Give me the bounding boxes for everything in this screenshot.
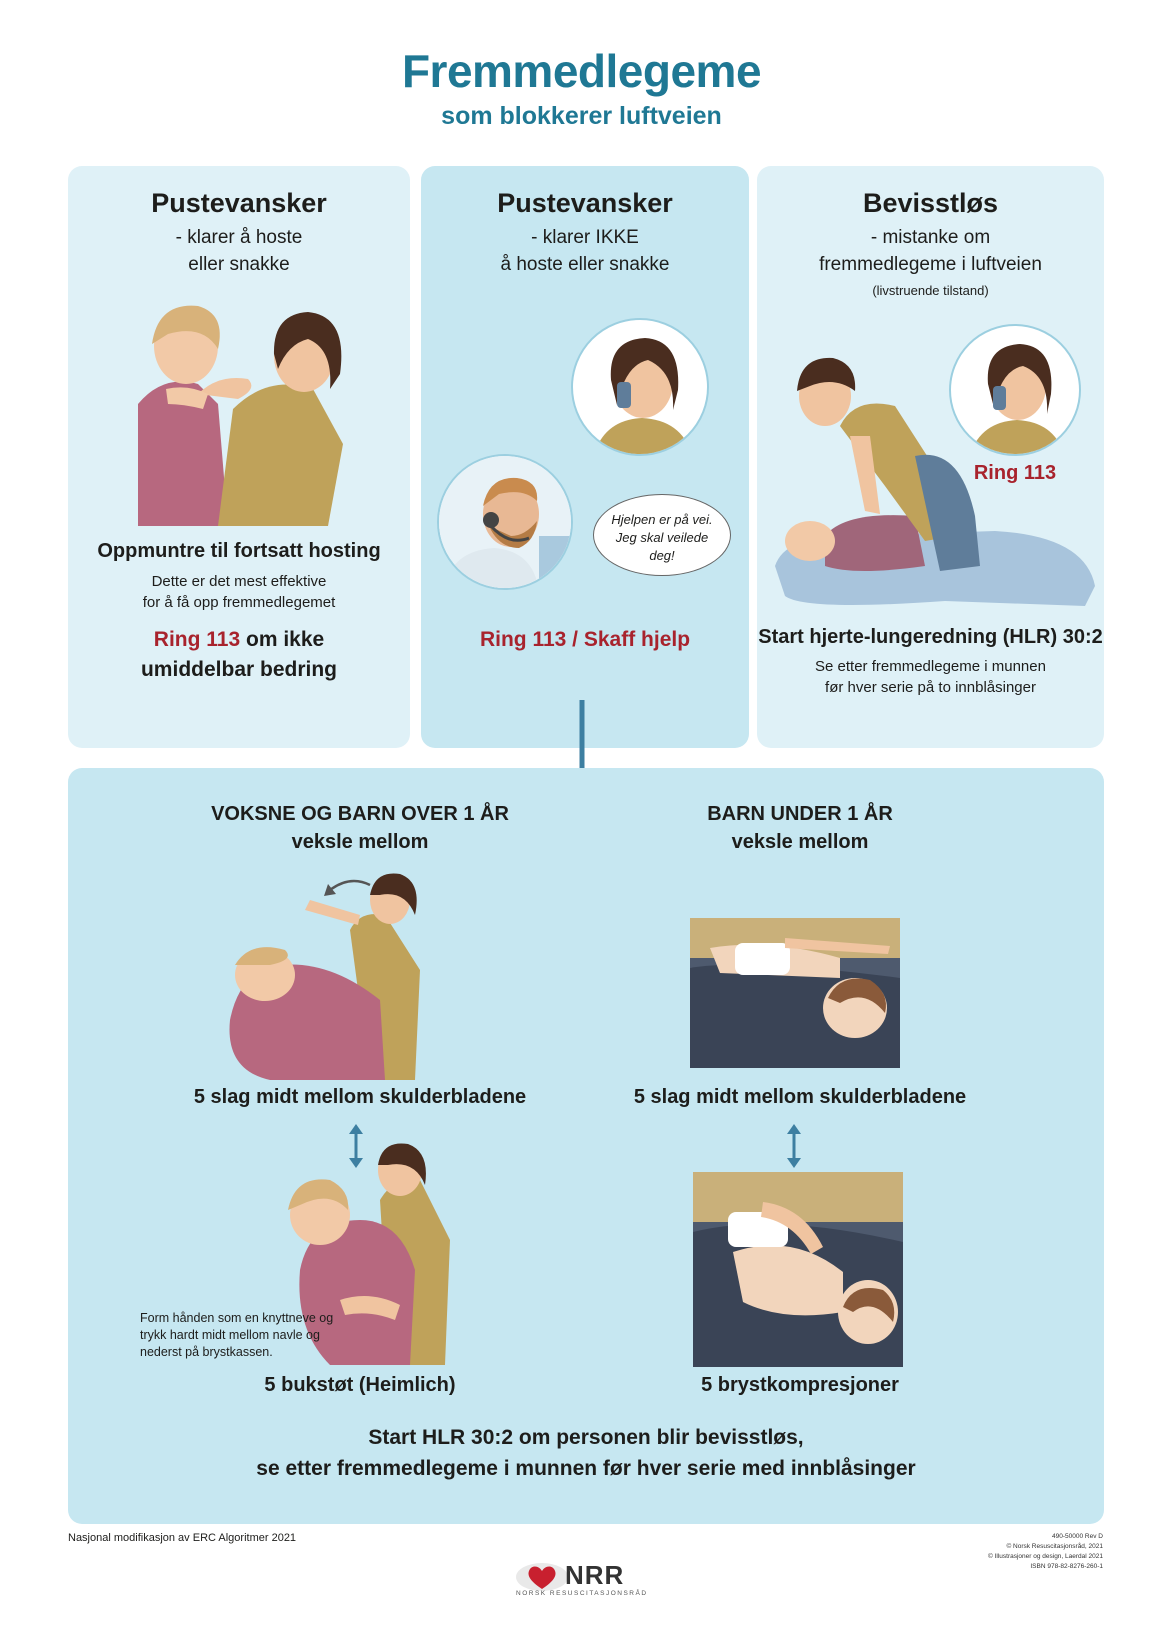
- heart-logo-icon: [516, 1563, 568, 1591]
- footer-source: Nasjonal modifikasjon av ERC Algoritmer …: [68, 1532, 297, 1544]
- speech-bubble: Hjelpen er på vei. Jeg skal veilede deg!: [593, 494, 731, 576]
- infant-back-blows-illustration: [690, 918, 900, 1068]
- panel-not-coughing: Pustevansker - klarer IKKE å hoste eller…: [421, 166, 749, 748]
- panel-title: Bevisstløs: [862, 188, 999, 218]
- panel-line: eller snakke: [188, 254, 290, 275]
- bubble-line: Jeg skal veilede: [615, 530, 709, 545]
- page-subtitle: som blokkerer luftveien: [441, 102, 722, 130]
- panel-line: - klarer IKKE: [531, 227, 639, 248]
- panel-desc: før hver serie på to innblåsinger: [825, 679, 1036, 696]
- bubble-line: deg!: [649, 548, 675, 563]
- adult-step1-caption: 5 slag midt mellom skulderbladene: [193, 1086, 527, 1108]
- dispatcher-illustration: [437, 454, 573, 590]
- panel-title: Pustevansker: [151, 188, 327, 218]
- infants-heading: BARN UNDER 1 ÅR veksle mellom: [650, 800, 950, 856]
- adults-heading-line2: veksle mellom: [291, 831, 429, 853]
- panel-desc: for å få opp fremmedlegemet: [142, 594, 336, 611]
- alternate-arrow-icon: [349, 1124, 363, 1168]
- note-line: Form hånden som en knyttneve og: [140, 1311, 334, 1325]
- page-title: Fremmedlegeme: [401, 45, 762, 97]
- panel-desc: Se etter fremmedlegeme i munnen: [815, 658, 1046, 675]
- footer-credit-line: © Norsk Resuscitasjonsråd, 2021: [1006, 1543, 1103, 1550]
- alternate-arrow-icon: [787, 1124, 801, 1168]
- footer-credit-line: ISBN 978-82-8276-260-1: [1030, 1563, 1103, 1570]
- caller-illustration: [571, 318, 709, 456]
- logo-subtext: NORSK RESUSCITASJONSRÅD: [516, 1590, 648, 1597]
- final-instruction-line1: Start HLR 30:2 om personen blir bevisstl…: [368, 1426, 804, 1449]
- panel-action: Oppmuntre til fortsatt hosting: [97, 540, 381, 562]
- panel-line: - klarer å hoste: [175, 227, 303, 248]
- panel-coughing: Pustevansker - klarer å hoste eller snak…: [68, 166, 410, 748]
- panel-line: å hoste eller snakke: [500, 254, 670, 275]
- panel-ring-line2: umiddelbar bedring: [140, 658, 337, 681]
- panel-ring: Ring 113: [973, 462, 1057, 484]
- panel-ring: Ring 113 om ikke: [68, 626, 410, 653]
- adult-back-blows-illustration: [210, 870, 470, 1080]
- footer-credit-line: © Illustrasjoner og design, Laerdal 2021: [987, 1553, 1103, 1560]
- panel-note: (livstruende tilstand): [872, 283, 989, 298]
- infants-heading-line1: BARN UNDER 1 ÅR: [707, 803, 893, 825]
- cpr-illustration: [765, 336, 1101, 636]
- footer-credit-line: 490-50000 Rev D: [1052, 1533, 1103, 1540]
- bubble-line: Hjelpen er på vei.: [611, 512, 713, 527]
- ring-rest: om ikke: [240, 628, 325, 651]
- panel-treatment: [68, 768, 1104, 1524]
- infant-step2-caption: 5 brystkompresjoner: [701, 1374, 899, 1396]
- adult-heimlich-illustration: [270, 1140, 470, 1365]
- adults-heading: VOKSNE OG BARN OVER 1 ÅR veksle mellom: [210, 800, 510, 856]
- panel-unconscious: Bevisstløs - mistanke om fremmedlegeme i…: [757, 166, 1104, 748]
- panel-line: - mistanke om: [870, 227, 991, 248]
- footer-credits: 490-50000 Rev D © Norsk Resuscitasjonsrå…: [988, 1532, 1103, 1572]
- ring-number: Ring 113: [153, 628, 241, 651]
- caller-illustration: [949, 324, 1081, 456]
- note-line: nederst på brystkassen.: [140, 1345, 273, 1359]
- adult-step2-caption: 5 bukstøt (Heimlich): [264, 1374, 456, 1396]
- final-instruction-line2: se etter fremmedlegeme i munnen før hver…: [256, 1457, 916, 1480]
- panel-desc: Dette er det mest effektive: [151, 573, 327, 590]
- choking-woman-illustration: [108, 294, 370, 526]
- panel-title: Pustevansker: [497, 188, 673, 218]
- panel-action: Start hjerte-lungeredning (HLR) 30:2: [758, 626, 1103, 648]
- infant-step1-caption: 5 slag midt mellom skulderbladene: [633, 1086, 967, 1108]
- note-line: trykk hardt midt mellom navle og: [140, 1328, 320, 1342]
- infant-chest-compressions-illustration: [693, 1172, 903, 1367]
- adults-heading-line1: VOKSNE OG BARN OVER 1 ÅR: [211, 803, 509, 825]
- logo-text: NRR: [565, 1560, 625, 1590]
- infants-heading-line2: veksle mellom: [731, 831, 869, 853]
- heimlich-note: Form hånden som en knyttneve og trykk ha…: [140, 1310, 340, 1361]
- panel-ring: Ring 113 / Skaff hjelp: [479, 628, 691, 651]
- panel-line: fremmedlegeme i luftveien: [819, 254, 1042, 275]
